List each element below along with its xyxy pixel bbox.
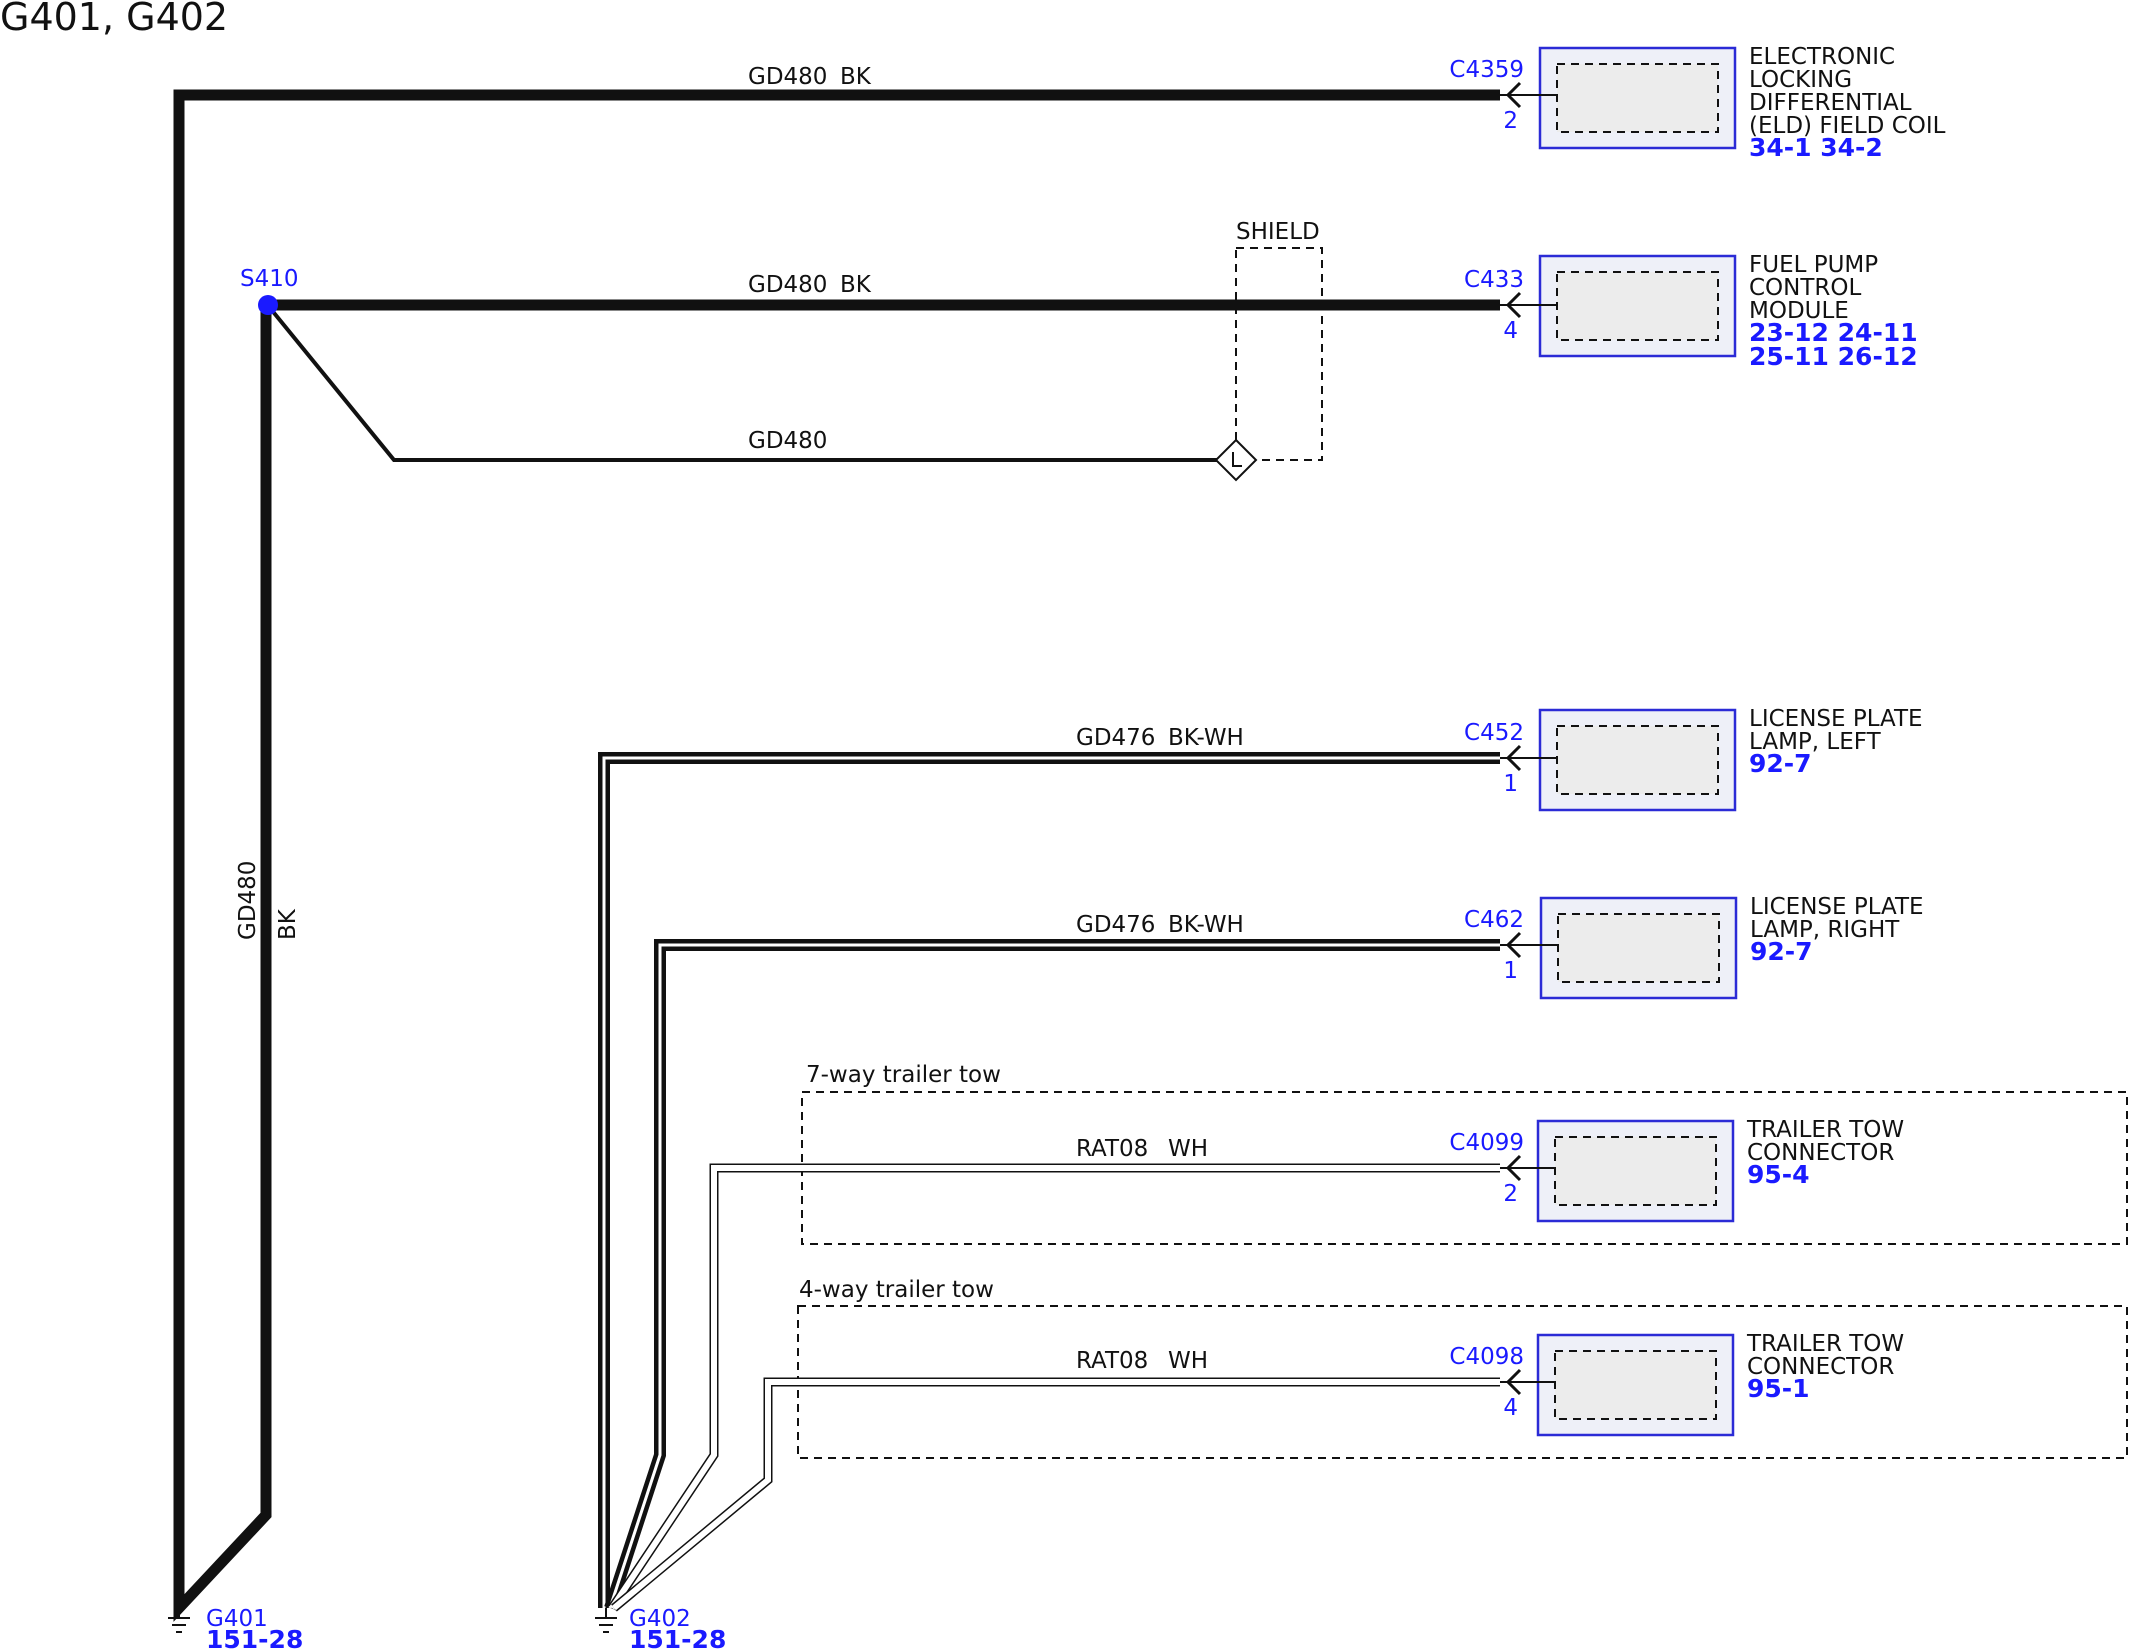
- component-ref[interactable]: 23-12 24-11: [1749, 318, 1918, 347]
- wire-circuit: GD476: [1076, 725, 1155, 751]
- connector-pin: 1: [1503, 771, 1518, 797]
- wire-circuit: GD480: [748, 64, 827, 90]
- component-ref[interactable]: 25-11 26-12: [1749, 342, 1918, 371]
- component-name-line: ELECTRONIC: [1749, 44, 1895, 70]
- component-inner: [1554, 1136, 1717, 1206]
- wire-label-w7: RAT08 WH: [1076, 1348, 1208, 1374]
- wire-color: BK: [840, 64, 872, 90]
- wire-color: BK-WH: [1168, 725, 1244, 751]
- wire-label-w3: GD480: [748, 428, 827, 454]
- component-name-line: LICENSE PLATE: [1750, 894, 1924, 920]
- connector-id: C462: [1464, 907, 1524, 933]
- connector-id: C4098: [1449, 1344, 1524, 1370]
- component-name-line: CONNECTOR: [1747, 1354, 1894, 1380]
- wire-label-vertical-color: BK: [275, 908, 301, 940]
- wire-rat08-7way: [608, 1163, 1500, 1611]
- wire-circuit: GD480: [235, 861, 261, 940]
- component-ref[interactable]: 92-7: [1749, 749, 1812, 778]
- component-name-line: TRAILER TOW: [1746, 1331, 1904, 1357]
- wire-color: WH: [1168, 1136, 1208, 1162]
- splice-id: S410: [240, 266, 299, 292]
- wire-color: BK: [275, 908, 301, 940]
- ground-g402: G402 151-28: [595, 1606, 726, 1649]
- wire-label-w1: GD480 BK: [748, 64, 872, 90]
- component-name-line: FUEL PUMP: [1749, 252, 1878, 278]
- component-name-line: LAMP, LEFT: [1749, 729, 1882, 755]
- connector-pin: 4: [1503, 318, 1518, 344]
- component-name-line: LOCKING: [1749, 67, 1852, 93]
- connector-id: C4359: [1449, 57, 1524, 83]
- seven-way-option-label: 7-way trailer tow: [806, 1062, 1001, 1088]
- pin-arrow-icon: [1505, 744, 1522, 772]
- wire-label-vertical: GD480: [235, 861, 261, 940]
- pin-arrow-icon: [1505, 931, 1522, 959]
- wire-gd476-right: [604, 939, 1500, 1610]
- ground-ref: 151-28: [629, 1625, 726, 1649]
- shield-label: SHIELD: [1236, 219, 1320, 245]
- component-name-line: LICENSE PLATE: [1749, 706, 1923, 732]
- wire-color: WH: [1168, 1348, 1208, 1374]
- component-name-line: MODULE: [1749, 298, 1849, 324]
- wire-gd480-shield-drain: [268, 306, 1222, 462]
- component-ref[interactable]: 95-1: [1747, 1374, 1810, 1403]
- component-ref[interactable]: 34-1 34-2: [1749, 133, 1883, 162]
- wire-color: BK: [840, 272, 872, 298]
- component-1: C4359 2 ELECTRONICLOCKINGDIFFERENTIAL(ELD)…: [1449, 44, 1945, 162]
- wire-rat08-4way: [611, 1377, 1500, 1612]
- connector-pin: 4: [1503, 1395, 1518, 1421]
- component-name-line: CONNECTOR: [1747, 1140, 1894, 1166]
- diagram-title: G401, G402: [0, 0, 228, 39]
- connector-id: C433: [1464, 267, 1524, 293]
- connector-pin: 2: [1503, 108, 1518, 134]
- connector-id: C4099: [1449, 1130, 1524, 1156]
- component-inner: [1557, 913, 1720, 983]
- pin-arrow-icon: [1505, 1368, 1522, 1396]
- wire-circuit: RAT08: [1076, 1136, 1148, 1162]
- splice-dot: [258, 295, 278, 315]
- ground-ref: 151-28: [206, 1625, 303, 1649]
- wire-circuit: GD476: [1076, 912, 1155, 938]
- component-name-line: TRAILER TOW: [1746, 1117, 1904, 1143]
- component-inner: [1554, 1350, 1717, 1420]
- wire-label-w4: GD476 BK-WH: [1076, 725, 1244, 751]
- pin-arrow-icon: [1505, 81, 1522, 109]
- component-inner: [1556, 271, 1719, 341]
- connector-pin: 2: [1503, 1181, 1518, 1207]
- pin-arrow-icon: [1505, 291, 1522, 319]
- component-name-line: (ELD) FIELD COIL: [1749, 113, 1946, 139]
- component-ref[interactable]: 92-7: [1750, 937, 1813, 966]
- wire-circuit: GD480: [748, 272, 827, 298]
- component-name-line: LAMP, RIGHT: [1750, 917, 1900, 943]
- ground-id: G402: [629, 1606, 691, 1632]
- ground-g401: G401 151-28: [168, 1606, 303, 1649]
- component-name-line: CONTROL: [1749, 275, 1862, 301]
- shield-box: [1235, 247, 1323, 461]
- wire-gd476-left: [598, 752, 1500, 1608]
- wire-label-w2: GD480 BK: [748, 272, 872, 298]
- component-inner: [1556, 63, 1719, 133]
- wire-label-w5: GD476 BK-WH: [1076, 912, 1244, 938]
- connector-pin: 1: [1503, 958, 1518, 984]
- pin-arrow-icon: [1505, 1154, 1522, 1182]
- components-group: C4359 2 ELECTRONICLOCKINGDIFFERENTIAL(ELD)…: [1449, 44, 1946, 1437]
- wire-label-w6: RAT08 WH: [1076, 1136, 1208, 1162]
- wire-color: BK-WH: [1168, 912, 1244, 938]
- shield-ground-symbol: [1214, 438, 1258, 482]
- component-inner: [1556, 725, 1719, 795]
- four-way-option-label: 4-way trailer tow: [799, 1277, 994, 1303]
- component-ref[interactable]: 95-4: [1747, 1160, 1810, 1189]
- connector-id: C452: [1464, 720, 1524, 746]
- wire-circuit: RAT08: [1076, 1348, 1148, 1374]
- ground-id: G401: [206, 1606, 268, 1632]
- component-name-line: DIFFERENTIAL: [1749, 90, 1912, 116]
